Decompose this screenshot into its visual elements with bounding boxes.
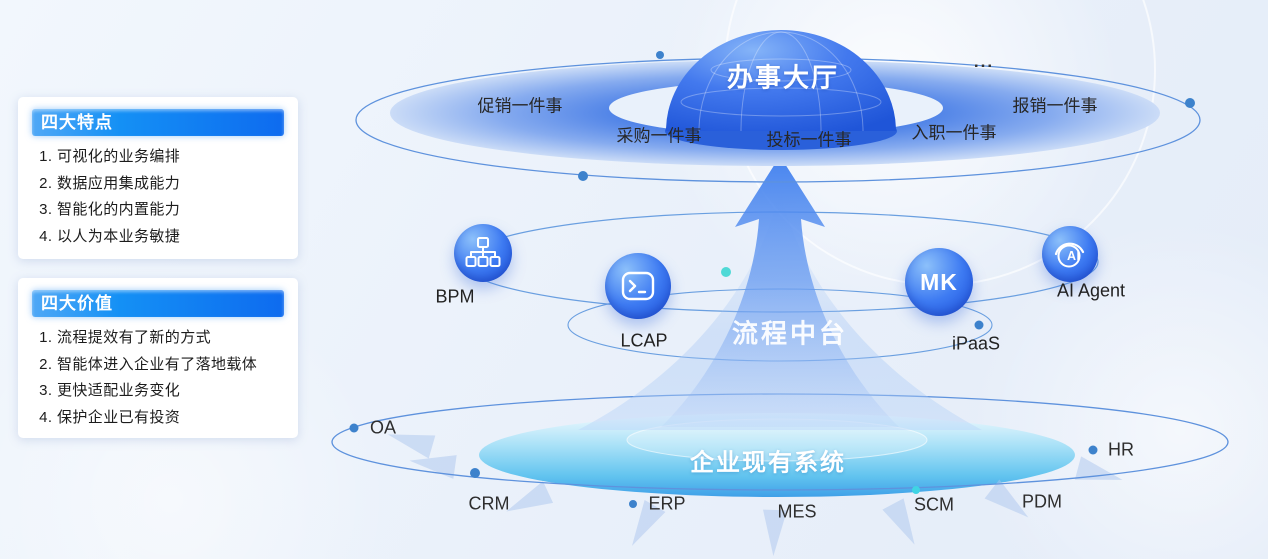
system-crm: CRM <box>468 493 510 514</box>
bpm-label: BPM <box>435 286 475 307</box>
system-oa: OA <box>369 417 397 438</box>
top-orbit-dot-right <box>1185 98 1195 108</box>
org-chart-icon <box>465 237 501 267</box>
features-panel: 四大特点 可视化的业务编排 数据应用集成能力 智能化的内置能力 以人为本业务敏捷 <box>18 97 298 259</box>
system-pdm: PDM <box>1022 491 1062 512</box>
values-panel-title: 四大价值 <box>41 294 113 313</box>
system-mes: MES <box>777 501 817 522</box>
top-item-onboarding: 入职一件事 <box>911 123 997 143</box>
lcap-node <box>605 253 671 319</box>
feature-item: 数据应用集成能力 <box>57 174 284 194</box>
feature-item: 可视化的业务编排 <box>57 147 284 167</box>
value-item: 更快适配业务变化 <box>57 381 284 401</box>
value-item: 保护企业已有投资 <box>57 408 284 428</box>
lcap-label: LCAP <box>620 330 668 351</box>
value-item: 流程提效有了新的方式 <box>57 328 284 348</box>
features-panel-title: 四大特点 <box>41 113 113 132</box>
erp-dot <box>629 500 637 508</box>
top-item-promotion: 促销一件事 <box>477 96 563 116</box>
oa-dot <box>349 423 359 433</box>
ai-agent-label: AI Agent <box>1056 280 1126 301</box>
mk-label: MK <box>920 268 958 295</box>
process-platform-title: 流程中台 <box>731 318 849 349</box>
ai-badge: AI <box>1067 249 1081 263</box>
crm-dot <box>470 468 480 478</box>
more-ellipsis: ... <box>973 52 995 71</box>
process-arrow <box>661 156 899 427</box>
top-small-dot <box>656 51 664 59</box>
feature-item: 智能化的内置能力 <box>57 200 284 220</box>
bottom-chevrons <box>387 434 1123 556</box>
ipaas-dot <box>974 320 984 330</box>
terminal-icon <box>621 271 655 301</box>
system-erp: ERP <box>648 493 686 514</box>
bpm-node <box>454 224 512 282</box>
values-list: 流程提效有了新的方式 智能体进入企业有了落地载体 更快适配业务变化 保护企业已有… <box>32 328 284 427</box>
mk-node: MK <box>905 248 973 316</box>
value-item: 智能体进入企业有了落地载体 <box>57 355 284 375</box>
top-item-procurement: 采购一件事 <box>616 126 702 146</box>
top-orbit-dot-left <box>578 171 588 181</box>
hr-dot <box>1088 445 1098 455</box>
ai-headset-icon <box>1054 242 1085 268</box>
feature-item: 以人为本业务敏捷 <box>57 227 284 247</box>
values-panel: 四大价值 流程提效有了新的方式 智能体进入企业有了落地载体 更快适配业务变化 保… <box>18 278 298 438</box>
existing-systems-title: 企业现有系统 <box>690 449 846 477</box>
system-scm: SCM <box>914 494 954 515</box>
values-panel-header: 四大价值 <box>32 290 284 317</box>
bottom-disc <box>479 413 1075 497</box>
ai-agent-node: AI <box>1042 226 1098 282</box>
globe-dome <box>666 30 896 131</box>
globe-grid <box>680 31 882 131</box>
features-list: 可视化的业务编排 数据应用集成能力 智能化的内置能力 以人为本业务敏捷 <box>32 147 284 246</box>
top-item-bidding: 投标一件事 <box>766 130 852 150</box>
top-item-reimbursement: 报销一件事 <box>1012 96 1098 116</box>
service-hall-title: 办事大厅 <box>726 62 840 93</box>
ipaas-label: iPaaS <box>951 333 1001 354</box>
system-hr: HR <box>1108 439 1134 460</box>
scm-dot <box>912 486 920 494</box>
features-panel-header: 四大特点 <box>32 109 284 136</box>
cyan-dot <box>721 267 731 277</box>
